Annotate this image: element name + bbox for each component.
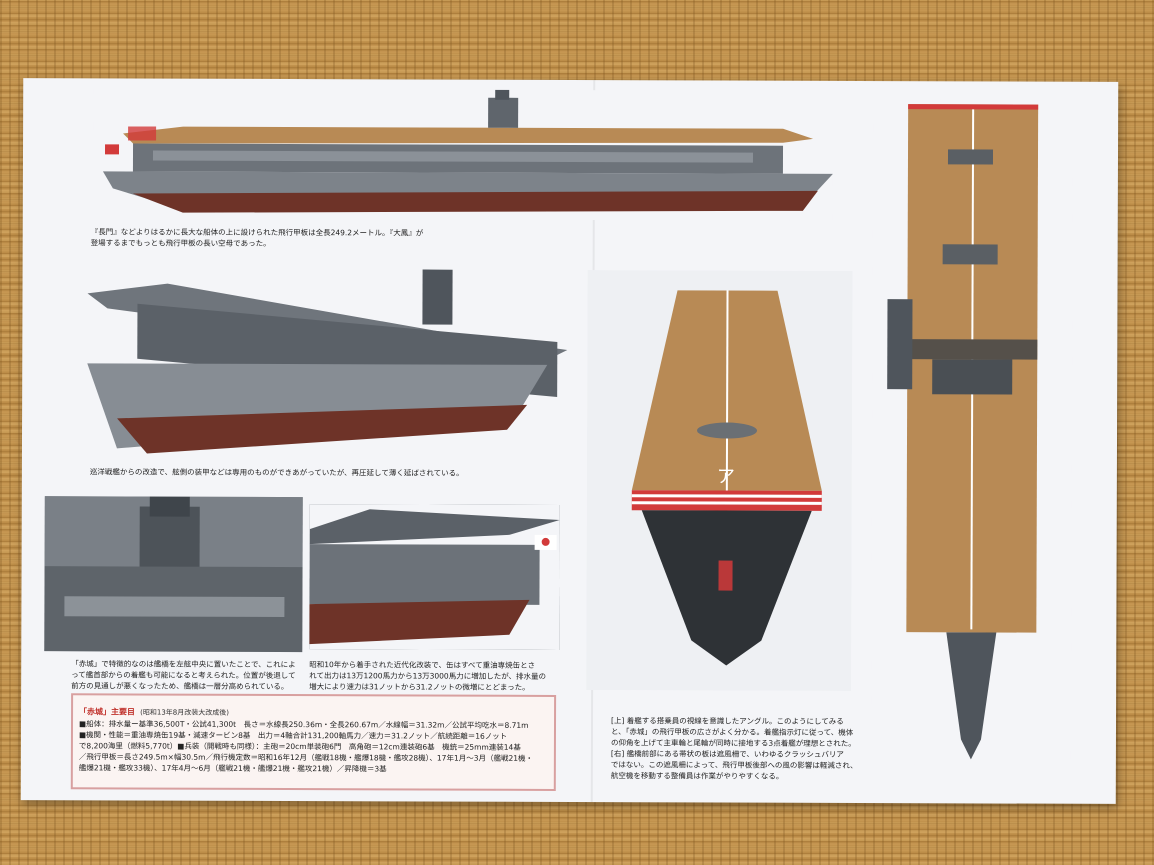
deck-marking-bow: ア xyxy=(717,467,735,488)
photo-side-view xyxy=(92,88,834,221)
photo-top-down xyxy=(870,99,1074,765)
caption-modernization: 昭和10年から着手された近代化改装で、缶はすべて重油専焼缶とさ れて出力は13万… xyxy=(309,660,547,692)
caption-quarter-view: 巡洋戦艦からの改造で、舷側の装甲などは専用のものができあがっていたが、再圧延して… xyxy=(89,467,464,478)
photo-stern-closeup xyxy=(309,504,560,650)
specifications-box: 「赤城」主要目 (昭和13年8月改装大改成後) ■船体：排水量ー基準36,500… xyxy=(70,693,557,791)
caption-bow-view: [上] 着艦する搭乗員の視線を意識したアングル。このようにしてみる と、「赤城」… xyxy=(610,716,858,781)
photo-island-closeup xyxy=(44,496,303,653)
specifications-body: ■船体：排水量ー基準36,500T・公試41,300t 長さ＝水線長250.36… xyxy=(78,719,534,774)
magazine-sheet: 『長門』などよりはるかに長大な船体の上に設けられた飛行甲板は全長249.2メート… xyxy=(20,78,1119,804)
specifications-title: 「赤城」主要目 xyxy=(79,707,136,717)
photo-quarter-view xyxy=(77,268,573,460)
caption-side-view: 『長門』などよりはるかに長大な船体の上に設けられた飛行甲板は全長249.2メート… xyxy=(90,227,424,248)
specifications-note: (昭和13年8月改装大改成後) xyxy=(140,708,229,717)
photo-bow-headon: ア xyxy=(586,270,853,691)
caption-island: 「赤城」で特徴的なのは艦橋を左舷中央に置いたことで、これによ って艦首部からの着… xyxy=(71,659,296,692)
